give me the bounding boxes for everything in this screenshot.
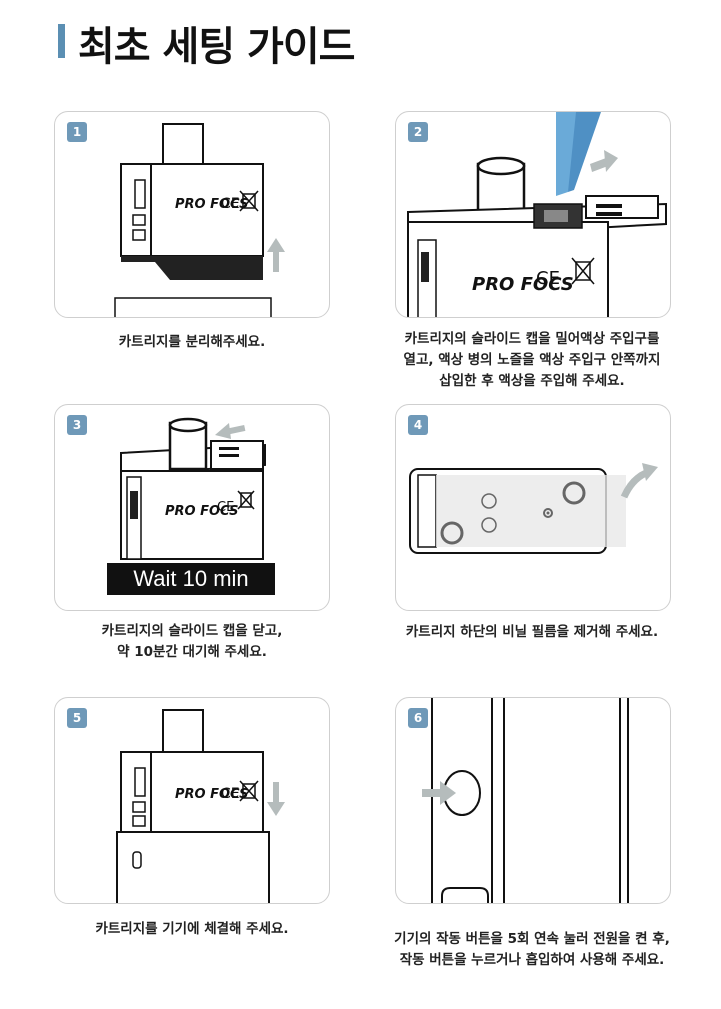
step-card-4: 4 bbox=[395, 404, 671, 611]
step-caption-1: 카트리지를 분리해주세요. bbox=[118, 334, 266, 350]
step-badge-3: 3 bbox=[67, 415, 87, 435]
step-badge-6: 6 bbox=[408, 708, 428, 728]
bin-icon bbox=[239, 190, 259, 212]
step-caption-3: 카트리지의 슬라이드 캡을 닫고, 약 10분간 대기해 주세요. bbox=[101, 623, 283, 660]
logo-text: PRO FOCS bbox=[175, 197, 249, 212]
svg-text:PRO FOCS: PRO FOCS bbox=[472, 274, 574, 295]
curved-arrow-icon bbox=[620, 463, 658, 499]
wait-timer-label: Wait 10 min bbox=[107, 563, 275, 595]
step-card-5: 5 PRO FOCS CE bbox=[54, 697, 330, 904]
step-caption-6: 기기의 작동 버튼을 5회 연속 눌러 전원을 켠 후, 작동 버튼을 누르거나… bbox=[394, 931, 670, 968]
step-caption-2: 카트리지의 슬라이드 캡을 밀어액상 주입구를 열고, 액상 병의 노즐을 액상… bbox=[403, 331, 661, 389]
arrow-up-icon bbox=[267, 238, 285, 272]
arrow-right-icon bbox=[422, 781, 456, 805]
step-badge-4: 4 bbox=[408, 415, 428, 435]
title-accent-bar bbox=[58, 24, 65, 58]
svg-text:PRO FOCS: PRO FOCS bbox=[165, 504, 239, 519]
svg-text:CE: CE bbox=[536, 268, 560, 289]
bin-icon bbox=[239, 780, 259, 802]
step-badge-5: 5 bbox=[67, 708, 87, 728]
step-card-6: 6 bbox=[395, 697, 671, 904]
step-caption-4: 카트리지 하단의 비닐 필름을 제거해 주세요. bbox=[405, 624, 659, 640]
svg-text:PRO FOCS: PRO FOCS bbox=[175, 787, 249, 802]
cartridge-insert-illustration: PRO FOCS CE bbox=[116, 709, 285, 903]
step-badge-2: 2 bbox=[408, 122, 428, 142]
cap-closed-illustration: PRO FOCS CE bbox=[120, 417, 266, 560]
power-button-illustration bbox=[422, 698, 629, 903]
svg-text:CE: CE bbox=[217, 500, 234, 515]
step-badge-1: 1 bbox=[67, 122, 87, 142]
step-card-2: 2 PRO FOCS CE bbox=[395, 111, 671, 318]
bin-icon bbox=[237, 490, 255, 510]
page-title: 최초 세팅 가이드 bbox=[78, 24, 355, 70]
step-caption-5: 카트리지를 기기에 체결해 주세요. bbox=[95, 921, 289, 937]
arrow-left-icon bbox=[215, 423, 246, 439]
arrow-right-icon bbox=[590, 150, 618, 172]
liquid-filling-illustration: PRO FOCS CE bbox=[407, 112, 667, 317]
step-card-1: 1 PRO FOCS CE bbox=[54, 111, 330, 318]
film-removal-illustration bbox=[409, 463, 658, 554]
bin-icon bbox=[571, 257, 595, 285]
step-card-3: 3 PRO FOCS CE Wait 10 min bbox=[54, 404, 330, 611]
ce-mark: CE bbox=[221, 196, 240, 212]
arrow-down-icon bbox=[267, 782, 285, 816]
cartridge-removal-illustration: PRO FOCS CE bbox=[114, 123, 285, 317]
svg-text:CE: CE bbox=[221, 786, 240, 802]
